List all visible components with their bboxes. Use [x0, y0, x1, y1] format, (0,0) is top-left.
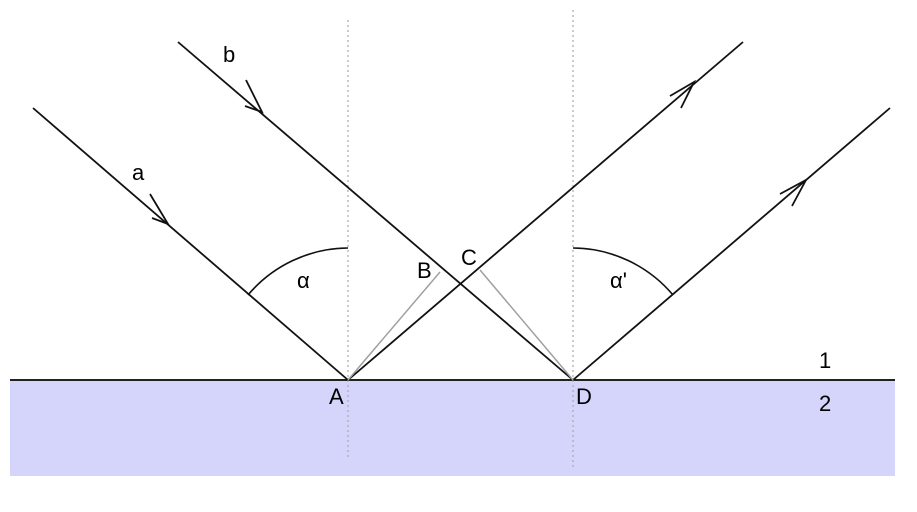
- reflected-ray-a: [347, 41, 744, 381]
- medium-2-region: [10, 380, 895, 476]
- label-medium-1: 1: [819, 348, 831, 373]
- incident-ray-a: [32, 107, 349, 381]
- arrow-icon-reflected-b: [779, 177, 809, 207]
- label-point-a: A: [329, 384, 344, 409]
- label-point-b: B: [417, 258, 432, 283]
- label-medium-2: 2: [819, 391, 831, 416]
- label-alpha: α: [297, 268, 310, 293]
- incident-ray-b: [177, 41, 574, 381]
- reflected-ray-b: [572, 107, 891, 381]
- angle-arc-alpha: [247, 247, 349, 296]
- arrow-icon-ray-a: [149, 193, 171, 226]
- label-ray-b: b: [223, 42, 235, 67]
- label-ray-a: a: [132, 160, 145, 185]
- construction-line-dc: [479, 269, 574, 381]
- arrow-icon-reflected-a: [669, 79, 697, 109]
- angle-arc-alpha-prime: [572, 247, 674, 296]
- construction-line-ab: [347, 271, 441, 381]
- arrow-icon-ray-b: [244, 79, 264, 114]
- label-point-c: C: [461, 245, 477, 270]
- label-alpha-prime: α': [610, 268, 627, 293]
- label-point-d: D: [576, 384, 592, 409]
